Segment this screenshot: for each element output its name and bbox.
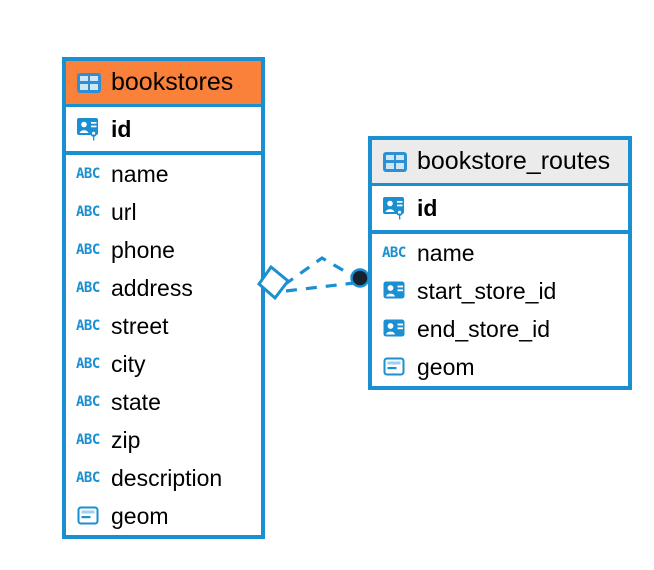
field-row-name[interactable]: ABC name [66, 155, 261, 193]
field-row-phone[interactable]: ABC phone [66, 231, 261, 269]
field-label-id: id [417, 194, 438, 221]
field-label-geom: geom [417, 353, 475, 380]
field-label-state: state [111, 388, 161, 415]
text-field-icon: ABC [76, 432, 100, 448]
field-row-id[interactable]: id [372, 186, 628, 230]
table-icon [383, 151, 407, 172]
field-row-zip[interactable]: ABC zip [66, 421, 261, 459]
foreign-key-icon [383, 319, 405, 337]
field-row-city[interactable]: ABC city [66, 345, 261, 383]
text-field-icon: ABC [76, 394, 100, 410]
field-label-zip: zip [111, 426, 141, 453]
text-field-icon: ABC [76, 242, 100, 258]
field-list-bookstore-routes: ABC name start_store_id [372, 234, 628, 386]
field-label-start-store-id: start_store_id [417, 277, 557, 304]
primary-key-icon [383, 197, 404, 220]
field-list-bookstores: ABC name ABC url ABC phone ABC address A… [66, 155, 261, 535]
field-row-description[interactable]: ABC description [66, 459, 261, 497]
text-field-icon: ABC [76, 470, 100, 486]
text-field-icon: ABC [76, 166, 100, 182]
field-row-name[interactable]: ABC name [372, 234, 628, 272]
field-row-id[interactable]: id [66, 107, 261, 151]
field-label-end-store-id: end_store_id [417, 315, 550, 342]
field-row-end-store-id[interactable]: end_store_id [372, 310, 628, 348]
entity-table-bookstores[interactable]: bookstores id ABC [62, 57, 265, 539]
entity-title-bookstore-routes: bookstore_routes [417, 147, 611, 175]
foreign-key-icon [383, 281, 405, 299]
entity-title-bookstores: bookstores [111, 68, 234, 96]
text-field-icon: ABC [76, 356, 100, 372]
field-label-id: id [111, 115, 132, 142]
text-field-icon: ABC [76, 204, 100, 220]
field-row-street[interactable]: ABC street [66, 307, 261, 345]
entity-table-bookstore-routes[interactable]: bookstore_routes id ABC [368, 136, 632, 390]
field-label-geom: geom [111, 502, 169, 529]
primary-key-section: id [66, 107, 261, 155]
text-field-icon: ABC [76, 318, 100, 334]
field-label-city: city [111, 350, 146, 377]
field-row-geom[interactable]: geom [66, 497, 261, 535]
field-row-geom[interactable]: geom [372, 348, 628, 386]
relationship-line-lower [285, 281, 355, 293]
field-row-state[interactable]: ABC state [66, 383, 261, 421]
geometry-field-icon [77, 506, 99, 525]
field-label-phone: phone [111, 236, 175, 263]
text-field-icon: ABC [382, 245, 406, 261]
entity-header-bookstores[interactable]: bookstores [66, 61, 261, 107]
table-icon [77, 72, 101, 93]
field-row-address[interactable]: ABC address [66, 269, 261, 307]
field-row-url[interactable]: ABC url [66, 193, 261, 231]
text-field-icon: ABC [76, 280, 100, 296]
field-label-address: address [111, 274, 193, 301]
primary-key-section: id [372, 186, 628, 234]
entity-header-bookstore-routes[interactable]: bookstore_routes [372, 140, 628, 186]
primary-key-icon [77, 118, 98, 141]
field-label-name: name [417, 239, 475, 266]
field-label-name: name [111, 160, 169, 187]
field-label-url: url [111, 198, 137, 225]
geometry-field-icon [383, 357, 405, 376]
relationship-endpoint-circle [350, 268, 370, 288]
field-label-street: street [111, 312, 169, 339]
field-row-start-store-id[interactable]: start_store_id [372, 272, 628, 310]
relationship-line-upper [283, 256, 359, 287]
field-label-description: description [111, 464, 223, 491]
